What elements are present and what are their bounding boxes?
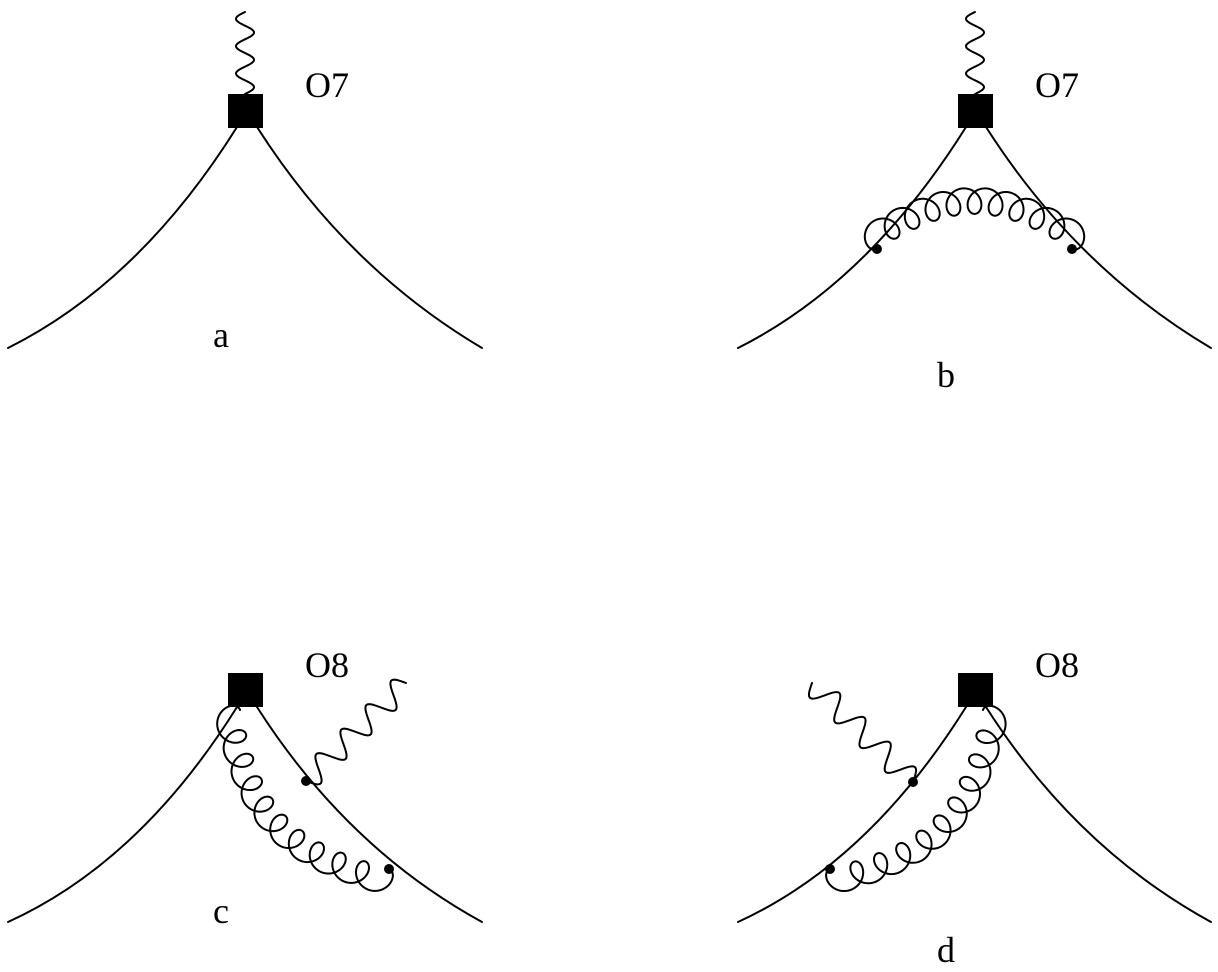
diagram-c-operator-vertex: [228, 673, 263, 707]
diagram-b-right-quark-line: [985, 126, 1212, 349]
diagram-c-right-quark-line: [256, 706, 483, 923]
diagram-c-gluon-line: [216, 704, 394, 892]
diagram-a-operator-vertex: [228, 94, 263, 128]
diagram-c-photon-vertex: [301, 776, 311, 786]
diagram-d-right-quark-line: [985, 706, 1212, 923]
diagram-b: O7 b: [737, 11, 1212, 395]
diagram-b-gluon-line: [863, 187, 1086, 251]
diagram-c-left-quark-line: [7, 706, 238, 923]
diagram-d-left-quark-line: [737, 706, 967, 923]
diagram-c-panel-label: c: [213, 891, 229, 931]
diagram-b-left-quark-line: [737, 126, 967, 349]
diagram-a: O7 a: [7, 11, 483, 355]
diagram-a-left-quark-line: [7, 126, 238, 349]
diagram-c-gluon-vertex: [384, 864, 394, 874]
diagram-d-gluon-vertex: [825, 864, 835, 874]
diagram-a-operator-label: O7: [305, 65, 349, 105]
diagram-a-photon-line: [235, 11, 255, 95]
diagram-b-operator-vertex: [958, 94, 993, 128]
diagram-d-gluon-line: [825, 704, 1007, 893]
diagram-a-right-quark-line: [256, 126, 483, 349]
diagram-d-photon-vertex: [908, 777, 918, 787]
diagram-c-operator-label: O8: [305, 645, 349, 685]
diagram-b-operator-label: O7: [1035, 65, 1079, 105]
diagram-d-panel-label: d: [937, 930, 955, 970]
diagram-a-panel-label: a: [213, 315, 229, 355]
diagram-d-operator-vertex: [958, 673, 993, 707]
diagram-c: O8 c: [7, 645, 483, 931]
diagram-c-photon-line: [305, 678, 407, 786]
diagram-b-left-vertex: [872, 244, 882, 254]
diagram-d-photon-line: [807, 682, 918, 783]
diagram-b-right-vertex: [1067, 244, 1077, 254]
diagram-b-panel-label: b: [937, 355, 955, 395]
diagram-d: O8 d: [737, 645, 1212, 970]
diagram-b-photon-line: [965, 11, 985, 95]
diagram-d-operator-label: O8: [1035, 645, 1079, 685]
